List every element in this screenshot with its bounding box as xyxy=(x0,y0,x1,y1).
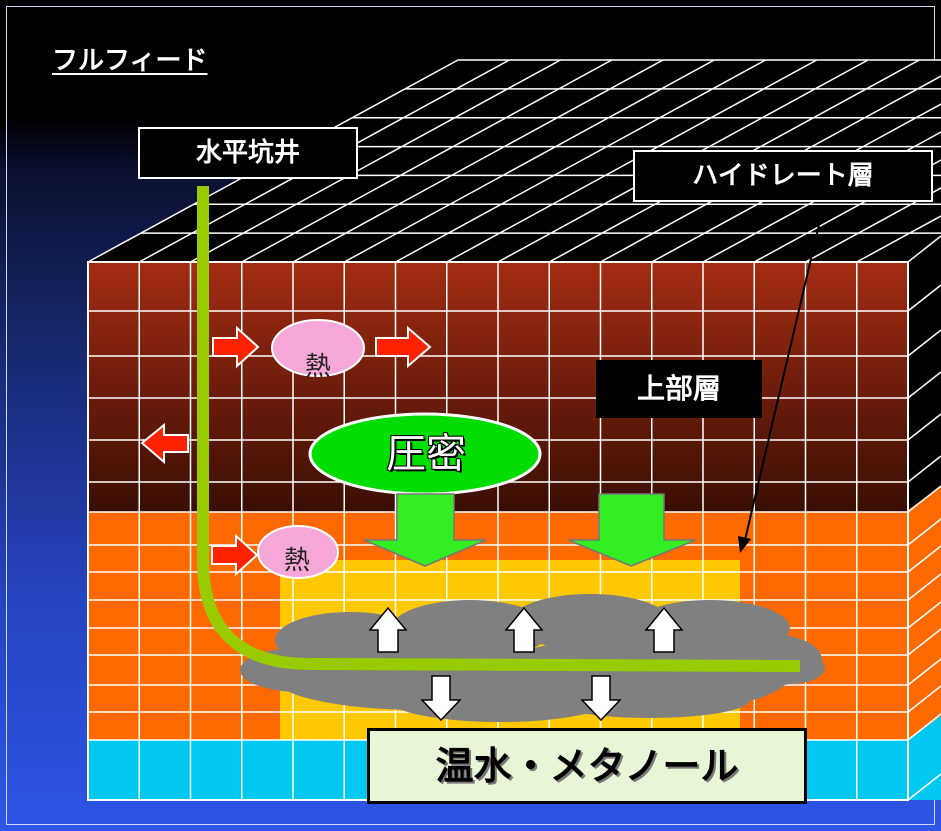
grid-line xyxy=(907,573,941,601)
block-right-face-water xyxy=(908,716,941,800)
grid-line xyxy=(907,601,941,629)
grid-line xyxy=(343,59,715,263)
down-arrow-icon xyxy=(420,675,462,722)
heat-arrow-icon xyxy=(140,422,189,465)
grid-line xyxy=(907,545,941,573)
grid-line xyxy=(907,485,941,513)
block-right-face-hydrate xyxy=(908,486,941,740)
grid-line xyxy=(907,455,941,483)
horizontal-well xyxy=(197,186,801,672)
grid-line xyxy=(907,658,941,686)
grid-line xyxy=(907,685,941,713)
down-arrow-icon xyxy=(580,675,622,722)
grid-line xyxy=(907,371,941,399)
up-arrow-icon xyxy=(644,606,684,653)
compaction-label: 圧密 xyxy=(386,431,466,477)
down-arrow-icon xyxy=(567,493,697,567)
grid-line xyxy=(907,773,941,801)
up-arrow-icon xyxy=(368,606,408,653)
slide-title: フルフィード xyxy=(52,46,208,76)
grid-line xyxy=(805,187,941,263)
block-top-face xyxy=(88,60,941,262)
heat-bubble xyxy=(271,319,365,377)
leader-arrow-icon xyxy=(738,211,823,553)
grid-line xyxy=(907,518,941,546)
grid-line xyxy=(856,215,941,263)
upper-layer-label: 上部層 xyxy=(596,360,762,418)
grid-line xyxy=(907,413,941,441)
heat-bubble xyxy=(257,525,339,579)
heat-label: 熱 xyxy=(283,546,310,576)
grid-line xyxy=(753,159,941,263)
grid-line xyxy=(446,59,818,263)
heat-arrow-icon xyxy=(211,533,259,577)
grid-line xyxy=(907,628,941,656)
grid-line xyxy=(907,284,941,312)
hydrate-layer-label: ハイドレート層 xyxy=(633,150,933,202)
grid-line xyxy=(395,59,766,263)
heat-label: 熱 xyxy=(304,352,331,382)
grid-line xyxy=(907,713,941,741)
up-arrow-icon xyxy=(504,606,544,653)
injection-fluid-label: 温水・メタノール xyxy=(367,728,807,804)
grid-line xyxy=(190,59,561,263)
grid-line xyxy=(241,59,613,263)
grid-line xyxy=(292,59,664,263)
gas-cloud xyxy=(240,594,825,722)
heat-arrow-icon xyxy=(212,325,260,369)
grid-line xyxy=(907,235,941,263)
grid-line xyxy=(907,329,941,357)
heat-arrow-icon xyxy=(375,325,432,369)
horizontal-well-label: 水平坑井 xyxy=(138,127,358,179)
down-arrow-icon xyxy=(363,493,487,567)
